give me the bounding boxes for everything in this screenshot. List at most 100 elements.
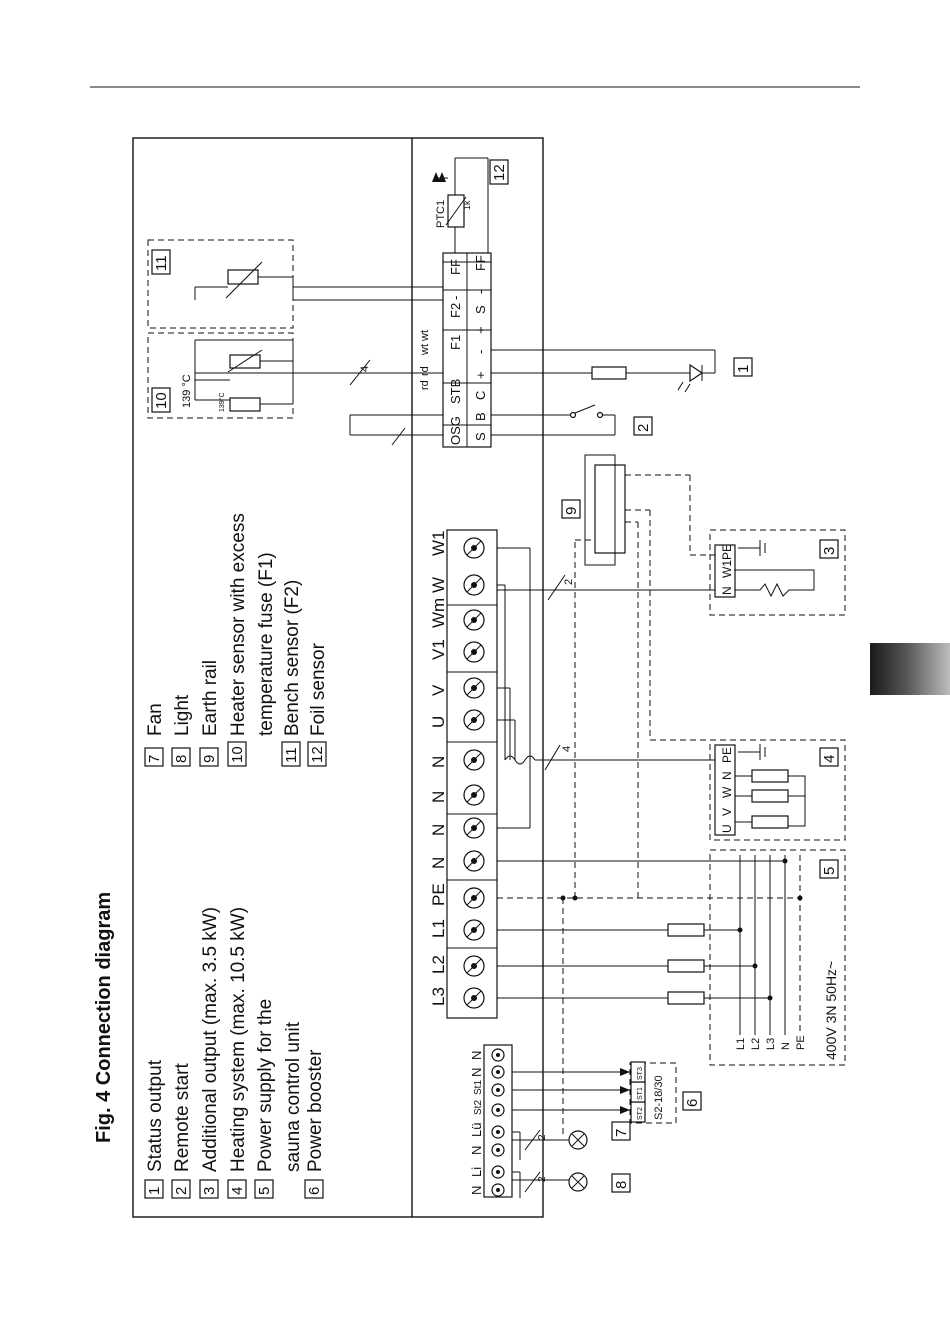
- heater3-term-2: PE: [720, 544, 734, 560]
- callout-1: 1: [733, 357, 753, 377]
- supply-line-l3: L3: [765, 1038, 777, 1050]
- supply-line-pe: PE: [795, 1035, 807, 1050]
- legend-number-8-label: 8: [173, 755, 190, 763]
- booster-contact-2: ST3: [637, 1067, 644, 1080]
- legend-item-9: Earth rail: [200, 660, 221, 736]
- legend-item-4: Heating system (max. 10.5 kW): [228, 907, 249, 1172]
- heater4-term-3: N: [720, 771, 734, 780]
- callout-2: 2: [633, 416, 653, 436]
- sensor-top-5: FF: [448, 259, 463, 275]
- heater4-term-2: W: [720, 786, 734, 798]
- callout-7: 7: [611, 1121, 631, 1141]
- wire-color-2: wt: [419, 344, 431, 356]
- heater3-term-0: N: [720, 586, 734, 595]
- heater4-term-1: V: [720, 808, 734, 816]
- small-terminal-0: N: [469, 1186, 484, 1195]
- callout-8: 8: [611, 1173, 631, 1193]
- legend-item-5-line2: sauna control unit: [283, 1021, 304, 1172]
- power-booster-box: [629, 1062, 677, 1124]
- heater4-term-0: U: [720, 824, 734, 833]
- diagram-frame: [132, 137, 544, 1218]
- callout-12: 12: [489, 159, 509, 185]
- legend-number-7: 7: [144, 747, 164, 767]
- terminal-n-6: N: [429, 791, 448, 803]
- small-terminal-7: N: [469, 1051, 484, 1060]
- supply-rating: 400V 3N 50Hz~: [823, 961, 839, 1060]
- status-resistor: [591, 366, 627, 380]
- fuse-l2: [667, 959, 705, 973]
- fuse-l1: [667, 923, 705, 937]
- terminal-l2-1: L2: [429, 955, 448, 974]
- terminal-n-5: N: [429, 824, 448, 836]
- terminal-u-8: U: [429, 716, 448, 728]
- small-terminal-2: N: [469, 1146, 484, 1155]
- earth-rail: [584, 454, 626, 566]
- legend-number-7-label: 7: [146, 755, 163, 763]
- sensor-top-2: F1: [448, 335, 463, 350]
- sensor-top-1: STB: [448, 379, 463, 404]
- fuse-l3: [667, 991, 705, 1005]
- sensor-bottom-1: B: [473, 412, 488, 421]
- sensor-top-3: F2: [448, 303, 463, 318]
- legend-number-12: 12: [307, 741, 327, 767]
- heater4-term-4: PE: [720, 747, 734, 763]
- wire-color-3: wt: [419, 330, 431, 342]
- sensor-bottom-8: FF: [473, 255, 488, 271]
- legend-number-4: 4: [227, 1179, 247, 1199]
- legend-number-11-label: 11: [283, 747, 300, 763]
- small-terminal-6: N: [469, 1068, 484, 1077]
- legend-number-1-label: 1: [146, 1187, 163, 1195]
- legend-number-12-label: 12: [309, 746, 326, 763]
- booster-contact-1: ST1: [637, 1087, 644, 1100]
- callout-5-label: 5: [821, 867, 838, 875]
- legend-item-6: Power booster: [305, 1049, 326, 1172]
- legend-item-10: Heater sensor with excess: [228, 513, 249, 736]
- callout-10: 10: [151, 387, 171, 413]
- wiring: 4 2 2 2: [195, 157, 803, 1198]
- callout-4: 4: [819, 747, 839, 767]
- terminal-wm-11: Wm: [429, 598, 448, 628]
- ptc-name: PTC1: [435, 200, 447, 228]
- callout-7-label: 7: [613, 1129, 630, 1137]
- terminal-v1-10: V1: [429, 639, 448, 660]
- legend-number-1: 1: [144, 1179, 164, 1199]
- terminal-pe-3: PE: [429, 883, 448, 906]
- terminal-w1-13: W1: [429, 531, 448, 557]
- heating-system-box: [709, 739, 846, 841]
- legend-number-11: 11: [281, 741, 301, 767]
- heater-sensor-box: [147, 332, 294, 419]
- callout-3: 3: [819, 539, 839, 559]
- sensor-bottom-0: S: [473, 432, 488, 441]
- callout-9-label: 9: [563, 507, 580, 515]
- status-led-icon: [689, 363, 704, 383]
- legend-number-5-label: 5: [256, 1187, 273, 1195]
- legend-item-10-line2: temperature fuse (F1): [256, 552, 277, 736]
- svg-text:4: 4: [359, 366, 371, 372]
- legend-item-12: Foil sensor: [308, 642, 329, 736]
- ptc-value: 1k: [462, 200, 472, 210]
- legend-number-10: 10: [227, 741, 247, 767]
- figure-title: Fig. 4 Connection diagram: [93, 892, 115, 1143]
- small-terminal-4: St2: [473, 1100, 484, 1115]
- terminal-l3-0: L3: [429, 987, 448, 1006]
- booster-model: S2-18/30: [653, 1075, 665, 1120]
- legend-item-3: Additional output (max. 3.5 kW): [200, 907, 221, 1172]
- legend-number-5: 5: [254, 1179, 274, 1199]
- callout-4-label: 4: [821, 755, 838, 763]
- callout-11-label: 11: [153, 255, 170, 271]
- legend-item-11: Bench sensor (F2): [282, 580, 303, 736]
- sensor-bottom-7: -: [473, 290, 488, 294]
- callout-5: 5: [819, 859, 839, 879]
- sensor10-small-temp: 139°C: [218, 392, 226, 412]
- terminal-n-4: N: [429, 857, 448, 869]
- small-terminal-5: St1: [473, 1080, 484, 1095]
- sensor-top-4: -: [448, 296, 463, 300]
- legend-item-2: Remote start: [172, 1063, 193, 1172]
- sensor10-temp: 139 °C: [181, 374, 193, 408]
- legend-number-3: 3: [199, 1179, 219, 1199]
- heater3-term-1: W1: [720, 560, 734, 578]
